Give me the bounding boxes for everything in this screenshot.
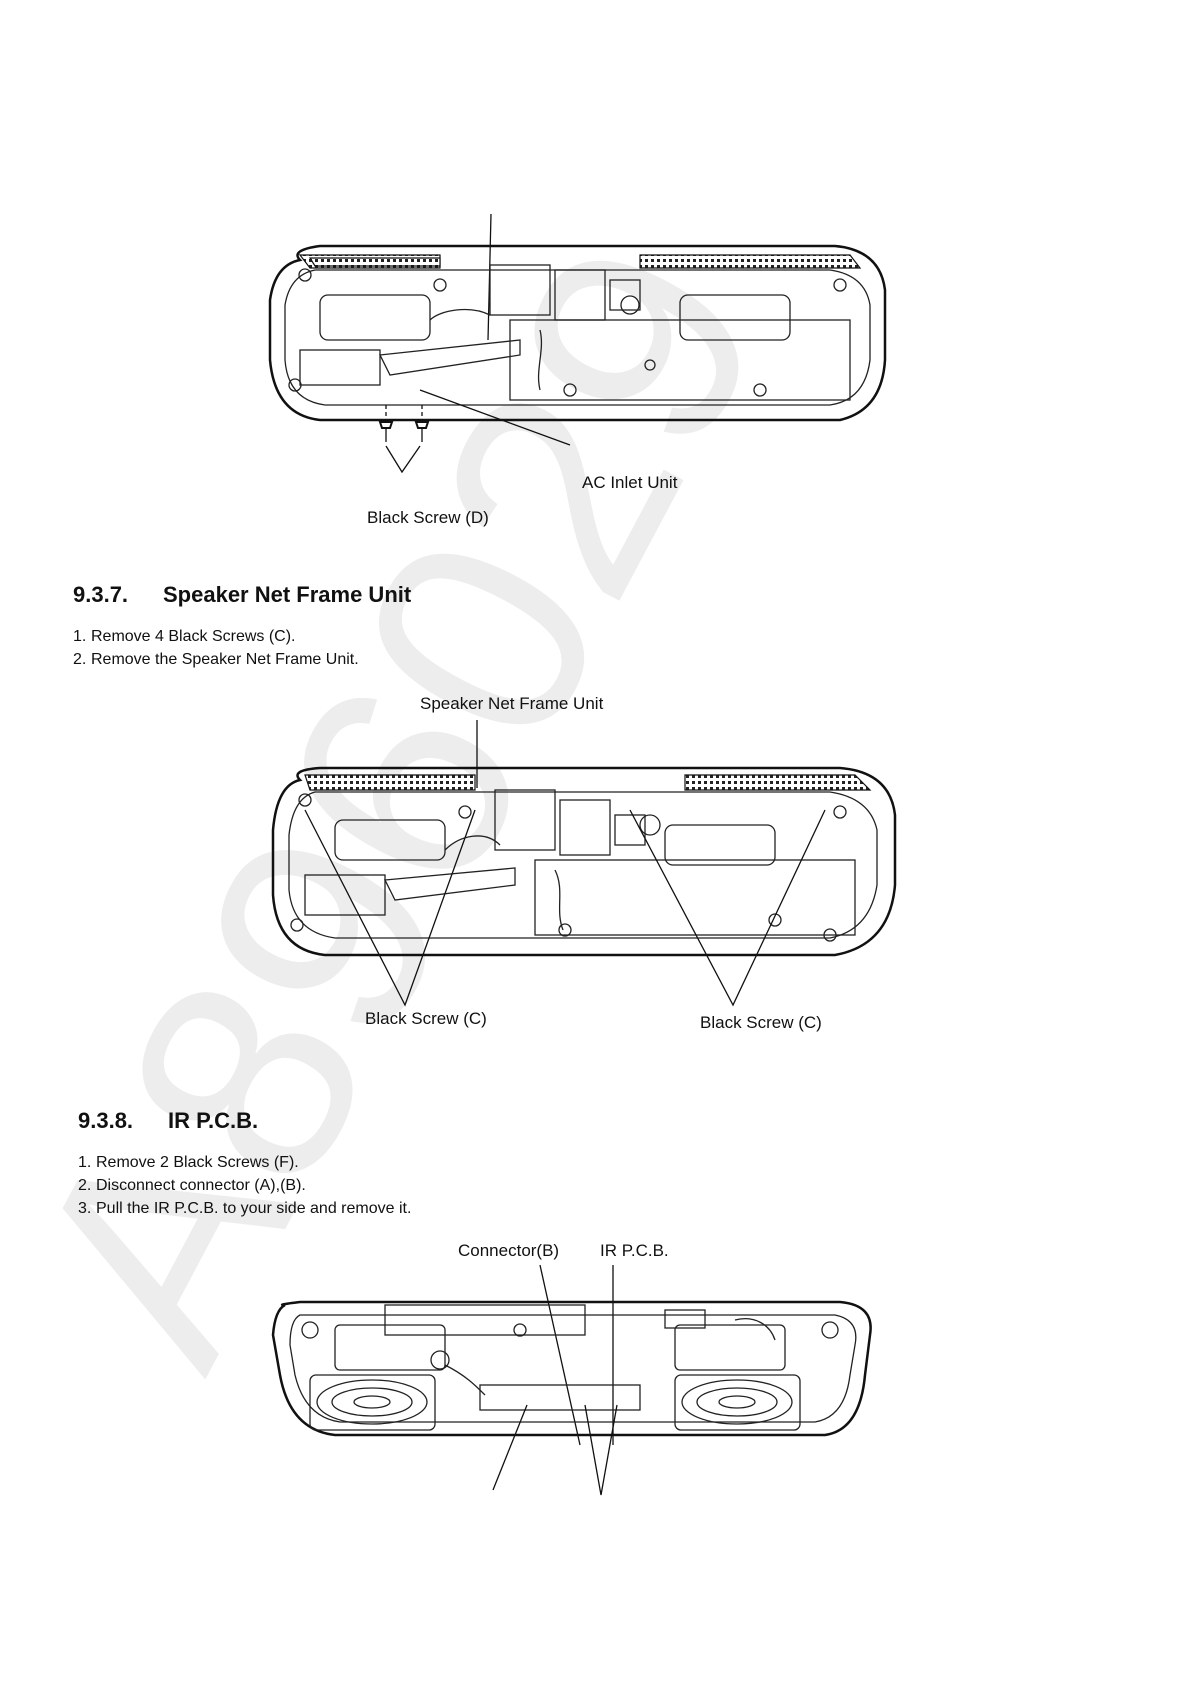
ac-inlet-figure [268,213,887,474]
black-screw-d-left [378,405,394,442]
section-937-title: Speaker Net Frame Unit [163,582,412,607]
speaker-net-frame-figure [271,720,897,1007]
section-937-steps: 1.Remove 4 Black Screws (C). 2.Remove th… [73,625,359,671]
section-937-heading: 9.3.7. Speaker Net Frame Unit [73,582,411,608]
step-item: 1.Remove 2 Black Screws (F). [78,1154,299,1171]
section-938-steps: 1.Remove 2 Black Screws (F). 2.Disconnec… [78,1151,411,1220]
black-screw-d-label: Black Screw (D) [367,508,489,527]
black-screw-c-right-label: Black Screw (C) [700,1013,822,1032]
black-screw-c-left-label: Black Screw (C) [365,1009,487,1028]
step-item: 2.Disconnect connector (A),(B). [78,1177,306,1194]
step-item: 2.Remove the Speaker Net Frame Unit. [73,651,359,668]
step-item: 3.Pull the IR P.C.B. to your side and re… [78,1200,412,1217]
connector-b-label: Connector(B) [458,1241,560,1260]
section-938-title: IR P.C.B. [168,1108,259,1133]
speaker-net-frame-unit-label: Speaker Net Frame Unit [420,694,604,713]
black-screw-d-right [414,405,430,442]
section-938-heading: 9.3.8. IR P.C.B. [78,1108,258,1134]
ir-pcb-figure [271,1264,872,1496]
step-item: 1.Remove 4 Black Screws (C). [73,628,296,645]
right-speaker [674,1374,801,1431]
ir-pcb-label: IR P.C.B. [600,1241,669,1260]
ac-inlet-unit-label: AC Inlet Unit [582,473,678,492]
left-speaker [309,1374,436,1431]
section-937-number: 9.3.7. [73,582,129,607]
section-938-number: 9.3.8. [78,1108,134,1133]
